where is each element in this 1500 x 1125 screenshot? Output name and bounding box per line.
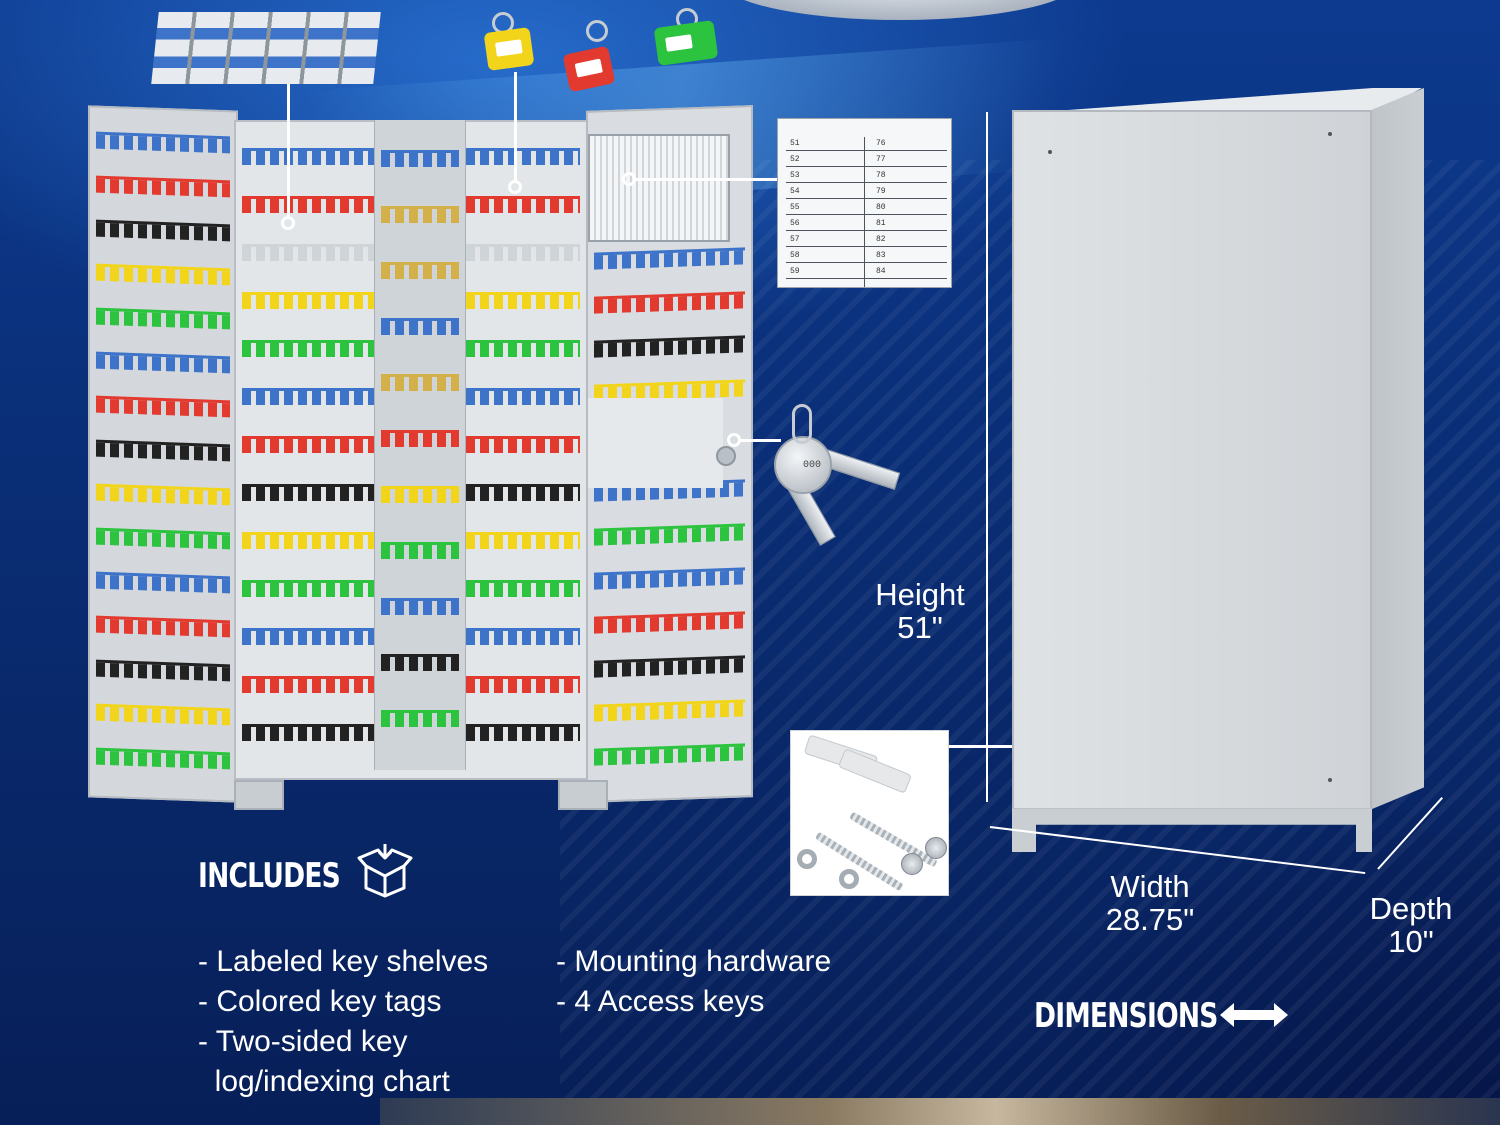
height-value: 51" xyxy=(897,610,943,645)
depth-label: Depth xyxy=(1369,891,1453,926)
height-dimension-line xyxy=(986,112,988,802)
dimensions-heading: DIMENSIONS xyxy=(1034,996,1218,1036)
yellow-key-tag-icon xyxy=(483,26,535,72)
callout-dot xyxy=(508,180,522,194)
callout-line xyxy=(287,84,290,216)
screw-head-icon xyxy=(925,837,947,859)
key-shelf-thumbnail xyxy=(151,12,381,84)
list-item: - Labeled key shelves xyxy=(198,945,489,978)
washer-icon xyxy=(839,869,859,889)
open-key-cabinet-image xyxy=(88,105,753,810)
key-rows xyxy=(594,247,745,794)
callout-line xyxy=(949,745,1037,748)
includes-list-col1: - Labeled key shelves - Colored key tags… xyxy=(198,942,488,1102)
callout-dot xyxy=(622,172,636,186)
includes-list-col2: - Mounting hardware - 4 Access keys xyxy=(556,942,831,1022)
key-rows xyxy=(96,114,230,795)
list-item: log/indexing chart xyxy=(198,1065,450,1098)
callout-line xyxy=(741,439,781,442)
callout-line xyxy=(636,178,777,181)
cabinet-left-door xyxy=(88,105,238,803)
double-arrow-icon xyxy=(1220,1003,1288,1027)
list-item: - Two-sided key xyxy=(198,1025,408,1058)
box-open-icon xyxy=(357,844,413,898)
bottom-photo-strip xyxy=(380,1098,1500,1125)
height-label: Height xyxy=(875,577,965,612)
key-rows xyxy=(381,126,459,764)
callout-dot xyxy=(727,433,741,447)
screw-head-icon xyxy=(901,853,923,875)
key-icon xyxy=(774,436,832,494)
callout-line xyxy=(514,72,517,180)
list-item: - Colored key tags xyxy=(198,985,442,1018)
width-label: Width xyxy=(1110,869,1190,904)
lock-icon xyxy=(716,446,736,466)
closed-cabinet-image xyxy=(1012,110,1372,810)
access-keys-image xyxy=(770,400,910,546)
tag-ring xyxy=(586,20,608,42)
includes-heading: INCLUDES xyxy=(198,856,341,896)
depth-value: 10" xyxy=(1388,924,1434,959)
list-item: - Mounting hardware xyxy=(556,945,832,978)
depth-label-group: Depth 10" xyxy=(1356,892,1466,958)
key-number-label: 000 xyxy=(803,460,822,471)
cabinet-foot xyxy=(234,780,284,810)
width-value: 28.75" xyxy=(1105,902,1195,937)
height-label-group: Height 51" xyxy=(860,578,980,644)
cabinet-foot xyxy=(558,780,608,810)
closed-cabinet-side xyxy=(1370,88,1424,810)
washer-icon xyxy=(797,849,817,869)
lock-plate xyxy=(588,398,723,488)
swing-panel xyxy=(374,120,466,770)
list-item: - 4 Access keys xyxy=(556,985,765,1018)
width-label-group: Width 28.75" xyxy=(1080,870,1220,936)
callout-dot xyxy=(281,216,295,230)
mounting-hardware-image xyxy=(790,730,949,896)
index-chart-pocket xyxy=(588,134,730,242)
